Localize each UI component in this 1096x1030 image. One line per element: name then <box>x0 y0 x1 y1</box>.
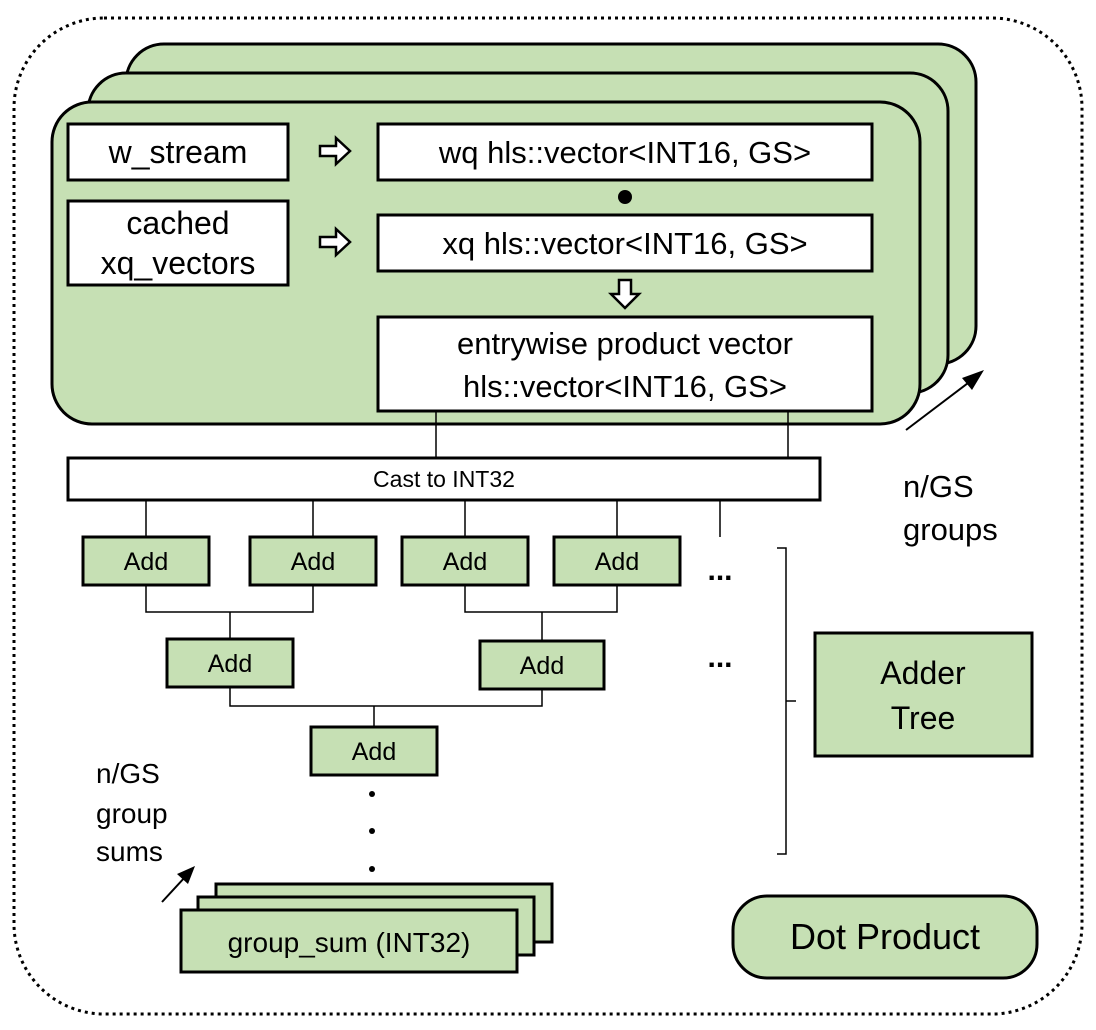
add-label: Add <box>291 548 335 576</box>
product-vector-label-line1: entrywise product vector <box>457 326 793 361</box>
continuation-dot <box>369 866 375 872</box>
arrow-down-icon <box>607 278 643 310</box>
add-node <box>309 725 439 777</box>
group-sums-arrow-head-icon <box>177 866 195 884</box>
add-label: Add <box>208 650 252 678</box>
groups-label-line2: groups <box>903 512 998 547</box>
add-label: Add <box>352 738 396 766</box>
adder-tree-label-line2: Tree <box>891 700 956 736</box>
group-sums-label-line1: n/GS <box>96 758 160 789</box>
arrow-right-icon <box>318 135 352 167</box>
group-sum-label: group_sum (INT32) <box>228 927 471 958</box>
w-stream-label: w_stream <box>108 134 248 170</box>
cast-int32-box <box>66 456 822 502</box>
group-sums-label-line3: sums <box>96 836 163 867</box>
dot-product-label: Dot Product <box>790 916 980 957</box>
groups-arrow-line <box>905 379 973 431</box>
w-stream-box <box>66 122 290 182</box>
xq-vector-box <box>376 213 874 273</box>
continuation-dot <box>369 828 375 834</box>
arrow-right-icon <box>318 226 352 258</box>
group-sums-arrow-line <box>161 875 187 903</box>
wq-vector-label: wq hls::vector<INT16, GS> <box>438 135 811 170</box>
cast-int32-label: Cast to INT32 <box>373 466 515 492</box>
connector <box>464 585 618 613</box>
product-vector-box <box>376 315 874 413</box>
continuation-dot <box>369 791 375 797</box>
connector <box>145 585 314 613</box>
outer-dotted-boundary <box>12 16 1084 1016</box>
dot-product-box <box>731 894 1039 980</box>
product-vector-label-line2: hls::vector<INT16, GS> <box>463 369 787 404</box>
add-node <box>248 535 378 587</box>
add-node <box>165 637 295 689</box>
ellipsis-level2: ... <box>707 641 732 674</box>
add-label: Add <box>124 548 168 576</box>
group-sum-box-front <box>179 908 519 974</box>
add-label: Add <box>520 652 564 680</box>
connector <box>229 687 543 707</box>
add-label: Add <box>443 548 487 576</box>
cached-xq-box <box>66 199 290 287</box>
adder-tree-bracket <box>777 547 796 855</box>
ellipsis-level1: ... <box>707 554 732 587</box>
add-node <box>478 639 606 691</box>
xq-vector-label: xq hls::vector<INT16, GS> <box>442 226 807 261</box>
add-node <box>81 535 211 587</box>
adder-tree-box <box>813 631 1034 758</box>
adder-tree-label-line1: Adder <box>880 655 966 691</box>
groups-label-line1: n/GS <box>903 469 974 504</box>
group-sums-label-line2: group <box>96 798 168 829</box>
groups-arrow-head-icon <box>962 370 984 390</box>
dot-operator-icon <box>618 190 632 204</box>
cached-xq-label-line1: cached <box>126 205 229 241</box>
add-node <box>552 535 682 587</box>
cached-xq-label-line2: xq_vectors <box>101 245 256 281</box>
add-label: Add <box>595 548 639 576</box>
wq-vector-box <box>376 122 874 182</box>
